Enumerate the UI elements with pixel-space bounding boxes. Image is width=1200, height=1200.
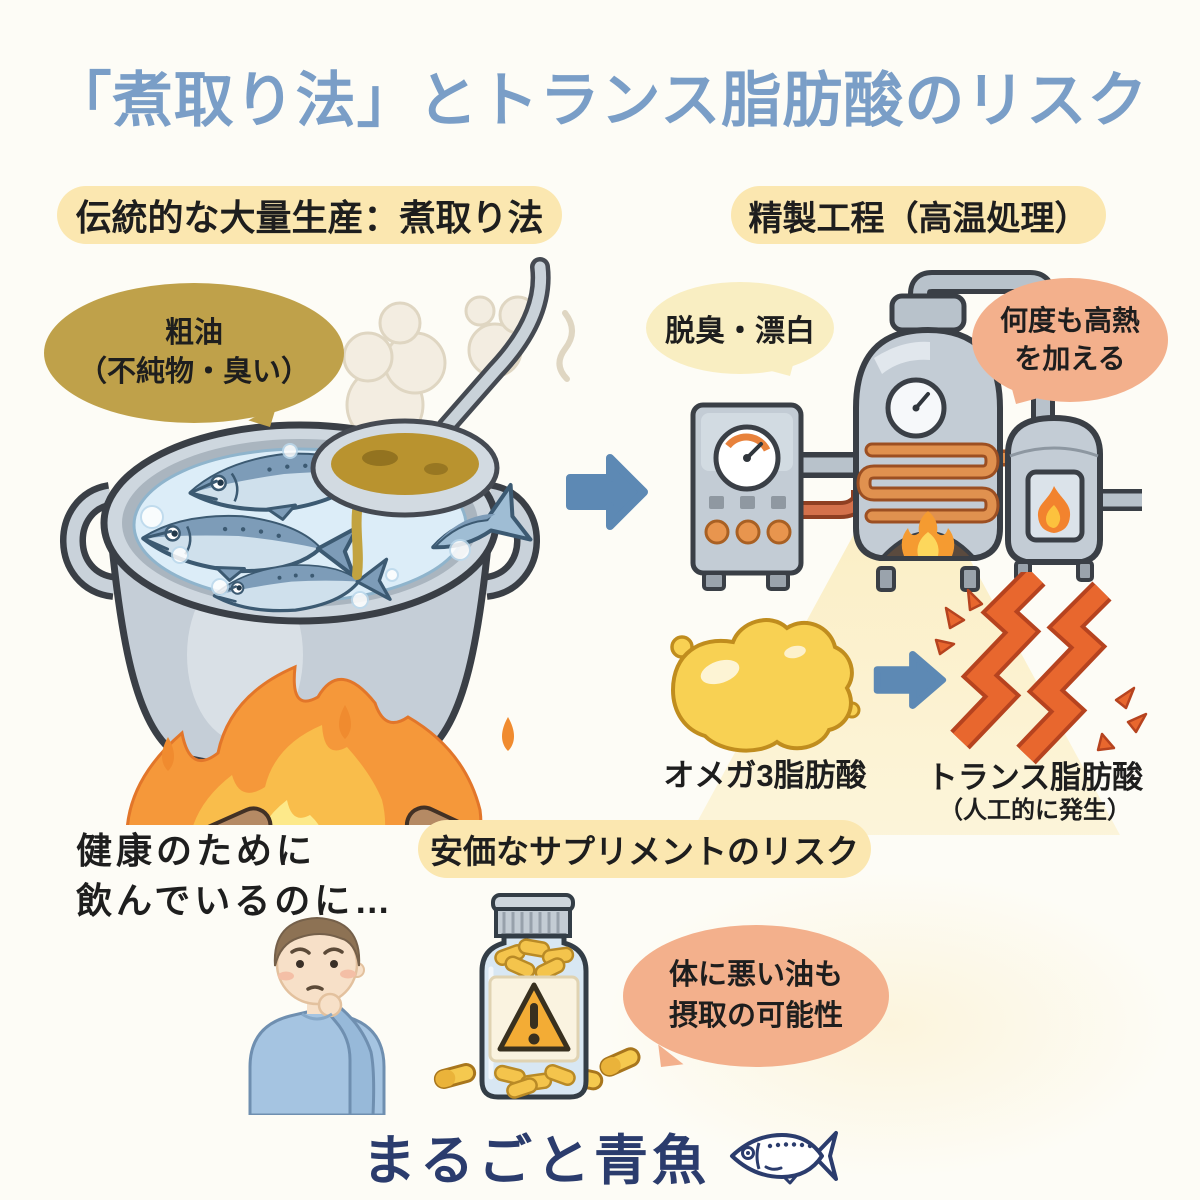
control-panel	[690, 402, 804, 591]
fire-icon	[126, 664, 514, 825]
section-header-supplement: 安価なサプリメントのリスク	[418, 820, 871, 878]
arrow-right-icon	[873, 651, 947, 709]
section-header-traditional: 伝統的な大量生産：煮取り法	[57, 186, 562, 244]
furnace-vessel	[1005, 414, 1103, 582]
brand-footer: まるごと青魚	[0, 1116, 1200, 1195]
thought-text: 健康のために 飲んでいるのに…	[76, 830, 395, 922]
crude-oil-bubble: 粗油 （不純物・臭い）	[44, 283, 344, 423]
fish-logo-icon	[730, 1130, 838, 1184]
omega3-label: オメガ3脂肪酸	[663, 758, 867, 793]
deodorize-bubble: 脱臭・漂白	[646, 282, 834, 374]
arrow-right-icon	[566, 454, 648, 530]
trans-fat-label: トランス脂肪酸	[926, 760, 1144, 795]
page-title: 「煮取り法」とトランス脂肪酸のリスク	[51, 67, 1149, 134]
boiling-pot-scene	[60, 257, 575, 825]
supplement-bottle	[433, 893, 641, 1100]
refining-machines	[690, 270, 1142, 592]
trans-fat-zigzag-icon	[934, 572, 1148, 765]
section-header-refining: 精製工程（高温処理）	[731, 186, 1106, 244]
heating-coil	[856, 442, 1000, 524]
warning-triangle-icon	[497, 982, 571, 1052]
firewood-icon	[137, 805, 540, 825]
trans-fat-sublabel: （人工的に発生）	[939, 797, 1131, 824]
thinking-person	[248, 916, 386, 1115]
ladle-icon	[310, 257, 551, 580]
bad-oil-risk-bubble: 体に悪い油も 摂取の可能性	[623, 925, 889, 1067]
refining-vessel	[853, 293, 1003, 592]
oil-blob-icon	[670, 618, 861, 753]
repeated-heat-bubble: 何度も高熱 を加える	[972, 278, 1168, 402]
brand-name: まるごと青魚	[362, 1131, 710, 1191]
